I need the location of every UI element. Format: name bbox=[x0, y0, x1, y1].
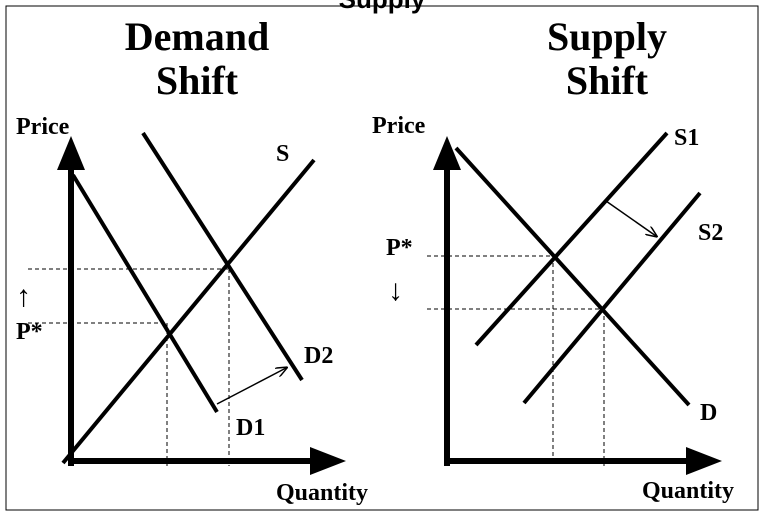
demand-curve-d bbox=[454, 146, 691, 407]
supply-s2-label: S2 bbox=[698, 220, 723, 246]
demand-price-label: P* bbox=[16, 319, 43, 345]
supply-y-axis-label: Price bbox=[372, 113, 426, 139]
demand-y-axis-label: Price bbox=[16, 114, 70, 140]
supply-x-axis-label: Quantity bbox=[642, 478, 734, 504]
demand-d2-label: D2 bbox=[304, 343, 333, 369]
supply-s1-label: S1 bbox=[674, 125, 699, 151]
supply-shift-arrow bbox=[605, 200, 656, 236]
top-banner: Supply bbox=[339, 0, 426, 14]
supply-y-axis-arrowhead bbox=[433, 136, 461, 170]
supply-shift-panel: Supply Shift Price Quantity S1 S2 D P* ↓ bbox=[372, 14, 734, 504]
price-down-symbol: ↓ bbox=[388, 274, 403, 307]
demand-x-axis-label: Quantity bbox=[276, 480, 368, 506]
demand-y-axis-arrowhead bbox=[57, 136, 85, 170]
demand-d1-label: D1 bbox=[236, 415, 265, 441]
demand-curve-d1 bbox=[71, 173, 219, 414]
demand-shift-arrow bbox=[216, 368, 286, 405]
supply-curve-label: S bbox=[276, 141, 289, 167]
supply-x-axis-arrowhead bbox=[686, 447, 722, 475]
supply-curve-s1 bbox=[474, 131, 669, 347]
price-up-symbol: ↑ bbox=[16, 280, 31, 313]
supply-curve-s2 bbox=[522, 191, 702, 405]
demand-shift-panel: Demand Shift Price Quantity S D1 D2 P* ↑ bbox=[16, 14, 368, 506]
supply-panel-title-line1: Supply bbox=[547, 14, 667, 59]
supply-panel-title-line2: Shift bbox=[566, 58, 649, 103]
demand-panel-title-line2: Shift bbox=[156, 58, 239, 103]
demand-panel-title-line1: Demand bbox=[125, 14, 269, 59]
supply-curve bbox=[61, 158, 316, 465]
demand-x-axis-arrowhead bbox=[310, 447, 346, 475]
figure-frame bbox=[5, 5, 759, 511]
demand-d-label: D bbox=[700, 400, 717, 426]
demand-curve-d2 bbox=[141, 131, 304, 382]
supply-price-label: P* bbox=[386, 235, 413, 261]
